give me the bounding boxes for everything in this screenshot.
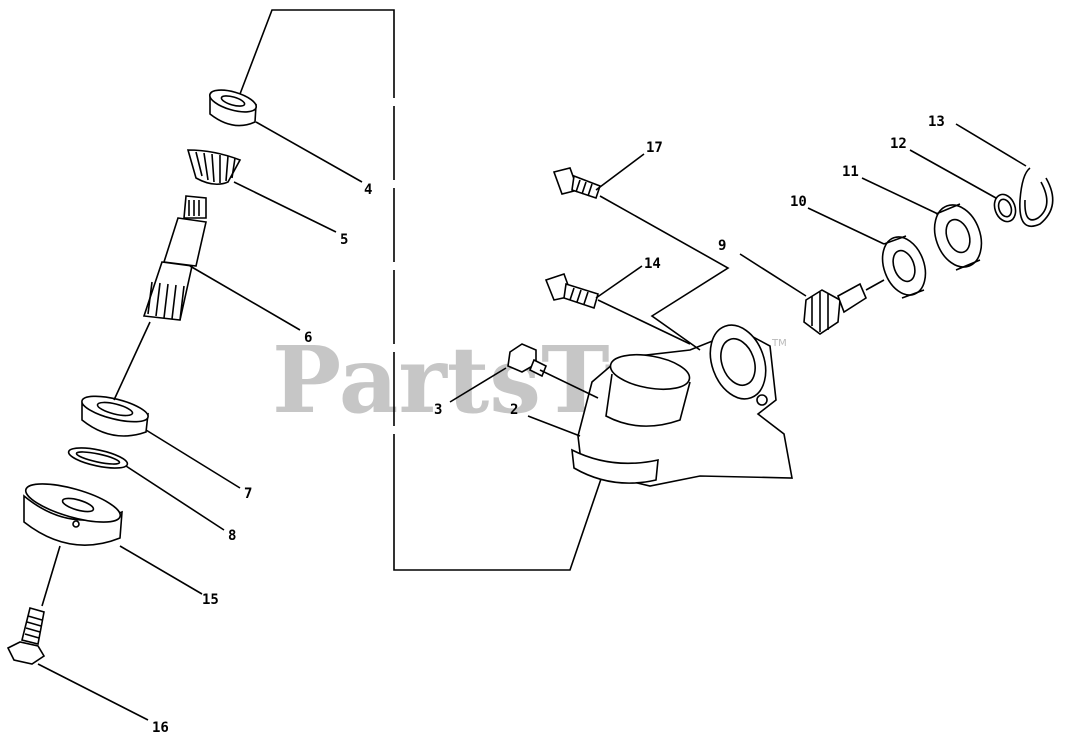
callout-14: 14 [644, 256, 661, 272]
callout-17: 17 [646, 140, 663, 156]
callout-9: 9 [718, 238, 726, 254]
assembly-bracket [239, 9, 603, 571]
bracket-dashes [390, 98, 398, 434]
part-9-pinion-gear [803, 282, 868, 335]
callout-12: 12 [890, 136, 907, 152]
callout-5: 5 [340, 232, 348, 248]
callout-15: 15 [202, 592, 219, 608]
part-16-bolt [6, 607, 46, 665]
part-13-circlip [1019, 167, 1054, 228]
callout-16: 16 [152, 720, 169, 736]
callout-13: 13 [928, 114, 945, 130]
watermark-trademark: TM [771, 338, 787, 349]
part-3-bolt [507, 343, 548, 378]
part-2-gear-case [571, 324, 793, 487]
callout-10: 10 [790, 194, 807, 210]
part-4-bearing [208, 89, 258, 127]
part-17-screw [552, 167, 602, 200]
part-8-ring [67, 447, 129, 469]
part-6-shaft [142, 195, 207, 321]
part-12-ring [993, 193, 1017, 223]
part-5-bevel-gear [186, 149, 242, 186]
part-15-collar [23, 483, 123, 546]
part-14-screw [544, 272, 599, 310]
callout-4: 4 [364, 182, 372, 198]
part-7-bearing [81, 395, 149, 437]
callout-3: 3 [434, 402, 442, 418]
callout-11: 11 [842, 164, 859, 180]
part-11-bearing [933, 203, 983, 271]
callout-6: 6 [304, 330, 312, 346]
callout-2: 2 [510, 402, 518, 418]
callout-7: 7 [244, 486, 252, 502]
callout-8: 8 [228, 528, 236, 544]
leader-lines [37, 121, 1027, 721]
part-10-bearing [881, 235, 927, 299]
